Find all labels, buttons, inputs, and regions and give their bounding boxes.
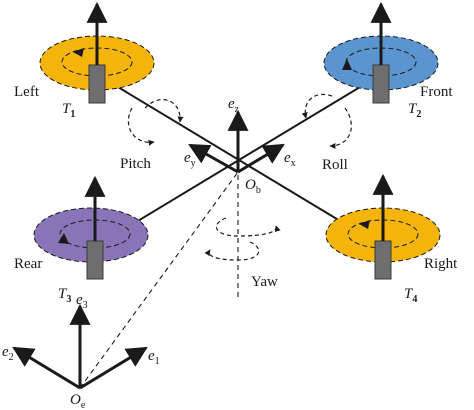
label-pitch: Pitch <box>120 156 151 172</box>
symbol-e2: e2 <box>2 344 14 363</box>
yaw-arc-bottom <box>204 241 260 261</box>
ey-axis-arrow <box>188 143 239 174</box>
symbol-ey-base: e <box>184 150 191 166</box>
symbol-ey: ey <box>184 150 196 169</box>
symbol-t1-base: T <box>62 101 72 117</box>
symbol-e3-base: e <box>76 292 83 308</box>
rotation-arrow-rear <box>58 233 69 244</box>
label-front: Front <box>420 84 453 100</box>
symbol-ob-base: O <box>245 177 256 193</box>
roll-arc-lower <box>329 107 352 149</box>
symbol-oe: Oe <box>70 392 86 410</box>
symbol-t3-sub: 3 <box>66 294 71 305</box>
symbol-e1: e1 <box>148 348 160 367</box>
symbol-oe-sub: e <box>81 400 86 410</box>
motor-right <box>374 240 392 280</box>
symbol-ez: ez <box>228 96 240 115</box>
symbol-e1-base: e <box>148 348 155 364</box>
symbol-t3-base: T <box>58 286 68 302</box>
symbol-e3-sub: 3 <box>83 300 88 311</box>
rotor-front <box>323 1 439 104</box>
symbol-ez-sub: z <box>235 104 240 115</box>
symbol-e3: e3 <box>76 292 88 311</box>
symbol-ob-sub: b <box>256 185 261 196</box>
rotor-left <box>39 1 155 104</box>
symbol-ex-sub: x <box>291 158 296 169</box>
inertial-frame <box>12 303 148 390</box>
e1-axis-arrow <box>79 346 148 390</box>
symbol-e2-base: e <box>2 344 9 360</box>
label-rear: Rear <box>14 256 42 272</box>
label-yaw: Yaw <box>251 274 278 290</box>
roll-rotation-indicator <box>301 93 352 149</box>
symbol-t2-sub: 2 <box>416 109 421 120</box>
ex-axis-arrow <box>237 143 285 174</box>
symbol-e2-sub: 2 <box>9 352 14 363</box>
symbol-ez-base: e <box>228 96 235 112</box>
rotation-arrow-front <box>342 59 352 70</box>
pitch-arc-upper <box>144 99 184 123</box>
yaw-arc-top <box>215 217 281 237</box>
rotation-arrow-left <box>73 48 84 57</box>
symbol-ob: Ob <box>245 177 261 196</box>
e2-axis-arrow <box>12 346 81 390</box>
symbol-oe-base: O <box>70 392 81 408</box>
symbol-t1-sub: 1 <box>70 109 75 120</box>
symbol-t4-base: T <box>404 286 414 302</box>
label-left: Left <box>14 84 40 100</box>
symbol-ex: ex <box>284 150 296 169</box>
pitch-arc-lower <box>127 107 155 146</box>
symbol-ey-sub: y <box>191 158 196 169</box>
roll-arc-upper <box>301 93 333 119</box>
rotor-rear <box>33 175 149 280</box>
symbol-t4-sub: 4 <box>412 294 417 305</box>
yaw-rotation-indicator <box>204 217 281 261</box>
symbol-t4: T4 <box>404 286 417 305</box>
symbol-e1-sub: 1 <box>155 356 160 367</box>
rotor-right <box>325 173 441 280</box>
motor-rear <box>86 240 104 280</box>
symbol-t2-base: T <box>408 101 418 117</box>
motor-front <box>372 64 390 104</box>
motor-left <box>88 64 106 104</box>
symbol-t3: T3 <box>58 286 71 305</box>
label-right: Right <box>424 256 458 272</box>
label-roll: Roll <box>322 157 348 173</box>
symbol-t1: T1 <box>62 101 75 120</box>
rotation-arrow-right <box>359 220 370 229</box>
symbol-ex-base: e <box>284 150 291 166</box>
symbol-t2: T2 <box>408 101 421 120</box>
